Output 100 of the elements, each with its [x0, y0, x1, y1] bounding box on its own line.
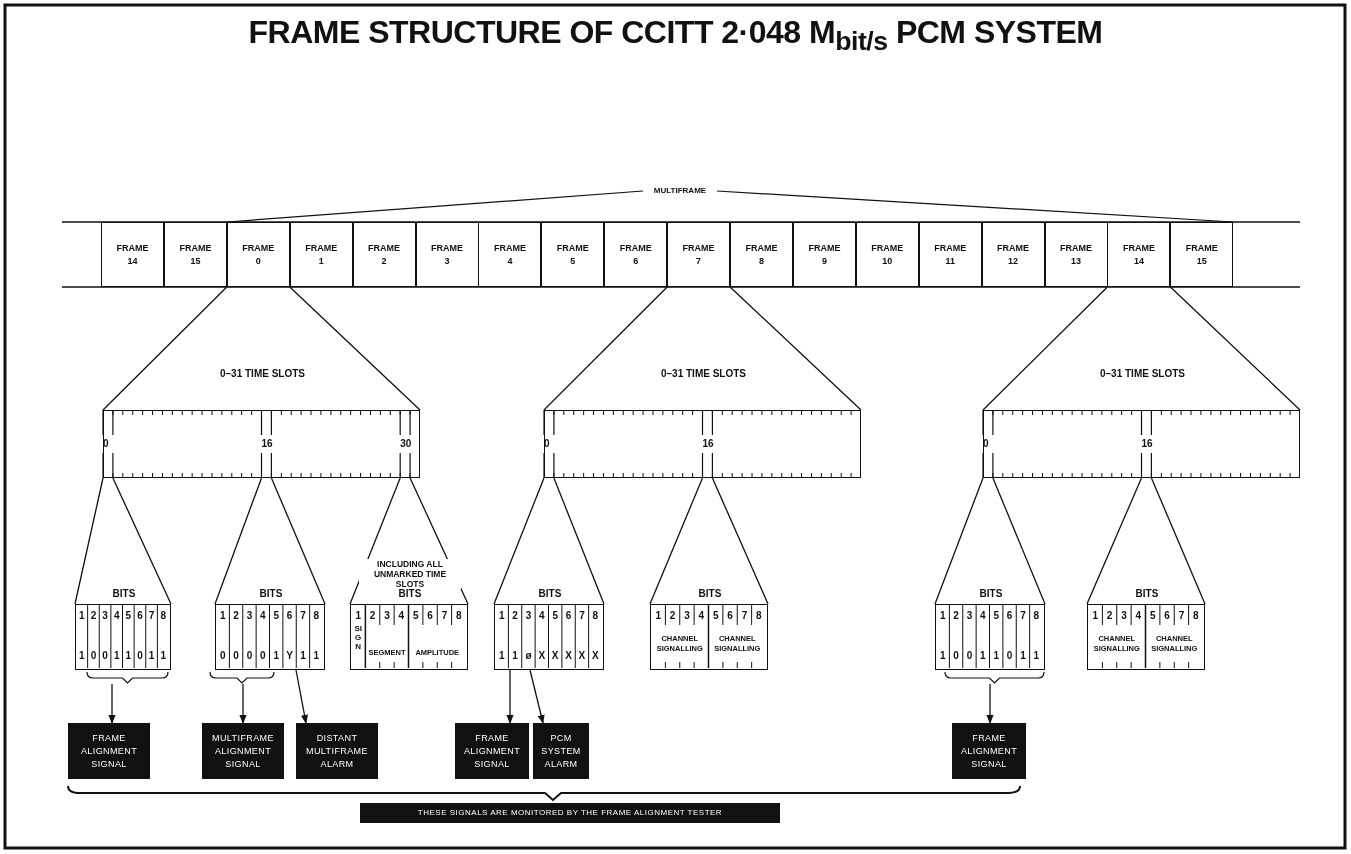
- expansion-line: [934, 477, 1046, 605]
- frame-box: FRAME 14: [1107, 222, 1171, 287]
- bit-number: 5: [711, 609, 720, 622]
- frame-box: FRAME 8: [730, 222, 793, 287]
- bit-number: 1: [938, 609, 947, 622]
- expansion-line: [543, 286, 862, 411]
- bit-value: 1: [979, 649, 987, 662]
- bit-number: 6: [285, 609, 294, 622]
- bits-heading: BITS: [258, 587, 284, 601]
- bit-value: 0: [245, 649, 254, 662]
- bit-number: 2: [368, 609, 377, 622]
- bit-number: 4: [1134, 609, 1143, 622]
- bit-value: X: [550, 649, 560, 662]
- arrow: [506, 669, 514, 724]
- slot-number: 16: [702, 437, 715, 451]
- bits-heading: BITS: [697, 587, 723, 601]
- signal-box: FRAME ALIGNMENT SIGNAL: [455, 723, 529, 779]
- bit-value: 1: [124, 649, 133, 662]
- frame-box: FRAME 3: [415, 222, 479, 287]
- bits-heading: BITS: [1134, 587, 1160, 601]
- expansion-line: [649, 477, 769, 605]
- slot-number: 16: [261, 437, 274, 451]
- bit-value: 0: [101, 649, 109, 662]
- bit-number: 3: [683, 609, 691, 622]
- bit-value: 0: [136, 649, 144, 662]
- frame-box: FRAME 12: [981, 222, 1045, 287]
- bit-number: 4: [112, 609, 121, 622]
- bit-number: 6: [1005, 609, 1014, 622]
- frame-box: FRAME 15: [163, 222, 227, 287]
- bit-number: 6: [136, 609, 144, 622]
- bit-number: 2: [952, 609, 960, 622]
- arrow: [239, 683, 247, 724]
- bit-number: 6: [426, 609, 434, 622]
- bit-number: 7: [440, 609, 449, 622]
- bit-value: 0: [89, 649, 98, 662]
- bits-heading: BITS: [537, 587, 563, 601]
- slot-range-heading: 0–31 TIME SLOTS: [219, 367, 306, 381]
- bit-number: 4: [259, 609, 267, 622]
- bit-number: 3: [965, 609, 974, 622]
- bit-value: 0: [218, 649, 227, 662]
- bit-value: 1: [992, 649, 1000, 662]
- frame-box: FRAME 14: [101, 222, 164, 287]
- expansion-line: [1086, 477, 1206, 605]
- bit-number: 4: [538, 609, 546, 622]
- bit-number: 4: [697, 609, 706, 622]
- bit-number: 1: [654, 609, 662, 622]
- signal-box: MULTIFRAME ALIGNMENT SIGNAL: [202, 723, 284, 779]
- bit-value: 0: [232, 649, 240, 662]
- bit-value: X: [537, 649, 547, 662]
- bit-value: X: [564, 649, 573, 662]
- bit-number: 7: [147, 609, 156, 622]
- bit-value: 1: [312, 649, 321, 662]
- bit-value: X: [577, 649, 587, 662]
- bit-number: 7: [299, 609, 307, 622]
- bit-number: 5: [1148, 609, 1157, 622]
- frame-box: FRAME 13: [1044, 222, 1108, 287]
- bit-number: 5: [411, 609, 420, 622]
- frame-box: FRAME 6: [604, 222, 668, 287]
- bit-number: 6: [726, 609, 734, 622]
- bit-number: 5: [272, 609, 280, 622]
- frame-box: FRAME 0: [226, 222, 290, 287]
- frame-box: FRAME 7: [667, 222, 731, 287]
- bit-number: 2: [232, 609, 240, 622]
- signal-box: PCM SYSTEM ALARM: [533, 723, 589, 779]
- frame-box: FRAME 4: [478, 222, 542, 287]
- bit-number: 8: [312, 609, 321, 622]
- bit-value: 1: [112, 649, 121, 662]
- bit-number: 4: [397, 609, 406, 622]
- bit-number: 8: [1192, 609, 1200, 622]
- bit-number: 7: [1177, 609, 1186, 622]
- frame-box: FRAME 5: [541, 222, 605, 287]
- arrow: [295, 669, 309, 724]
- bit-number: 5: [992, 609, 1000, 622]
- signal-box: DISTANT MULTIFRAME ALARM: [296, 723, 378, 779]
- expansion-line: [74, 477, 172, 605]
- frame-box: FRAME 15: [1170, 222, 1234, 287]
- signal-box: FRAME ALIGNMENT SIGNAL: [68, 723, 150, 779]
- bit-value: 1: [147, 649, 156, 662]
- field-label: SIGN: [354, 624, 363, 651]
- bit-number: 2: [511, 609, 519, 622]
- bit-value: 1: [1019, 649, 1027, 662]
- bit-value: Y: [285, 649, 294, 662]
- scope-note: INCLUDING ALL UNMARKED TIME SLOTS: [359, 559, 461, 589]
- bits-heading: BITS: [111, 587, 137, 601]
- diagram-title: FRAME STRUCTURE OF CCITT 2·048 M$_{bit/s}$ PCM SYSTEM: [247, 14, 1104, 58]
- expansion-line: [493, 477, 605, 605]
- bit-number: 5: [551, 609, 559, 622]
- bit-value: 1: [1032, 649, 1041, 662]
- bit-number: 3: [524, 609, 533, 622]
- bit-number: 1: [78, 609, 86, 622]
- expansion-line: [102, 286, 421, 411]
- bits-heading: BITS: [397, 587, 423, 601]
- frame-box: FRAME 10: [855, 222, 919, 287]
- bit-number: 3: [1120, 609, 1128, 622]
- frame-box: FRAME 2: [352, 222, 416, 287]
- bit-value: 1: [511, 649, 519, 662]
- bit-number: 7: [740, 609, 749, 622]
- bit-number: 1: [354, 609, 362, 622]
- note-banner: THESE SIGNALS ARE MONITORED BY THE FRAME ALIGNMENT TESTER: [360, 803, 780, 823]
- bit-number: 2: [668, 609, 677, 622]
